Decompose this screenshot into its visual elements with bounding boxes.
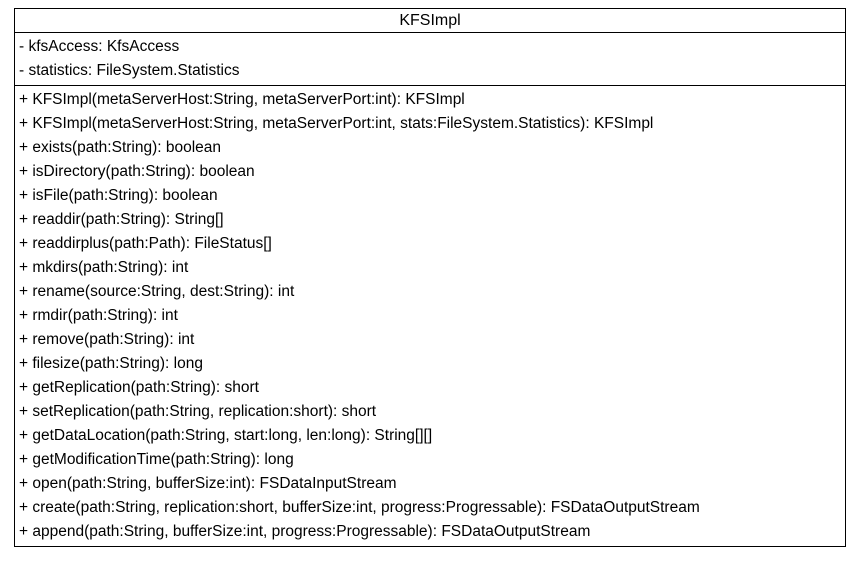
operation-append: + append(path:String, bufferSize:int, pr… (19, 523, 591, 540)
class-name: KFSImpl (15, 9, 845, 33)
operation-readdir: + readdir(path:String): String[] (19, 211, 224, 228)
operation-open: + open(path:String, bufferSize:int): FSD… (19, 475, 397, 492)
operation-is-directory: + isDirectory(path:String): boolean (19, 163, 255, 180)
operation-remove: + remove(path:String): int (19, 331, 195, 348)
operation-mkdirs: + mkdirs(path:String): int (19, 259, 189, 276)
operation-rename: + rename(source:String, dest:String): in… (19, 283, 295, 300)
operations-compartment: + KFSImpl(metaServerHost:String, metaSer… (15, 86, 845, 546)
operation-create: + create(path:String, replication:short,… (19, 499, 700, 516)
operation-constructor-1: + KFSImpl(metaServerHost:String, metaSer… (19, 91, 465, 108)
operation-exists: + exists(path:String): boolean (19, 139, 222, 156)
operation-constructor-2: + KFSImpl(metaServerHost:String, metaSer… (19, 115, 654, 132)
operation-get-replication: + getReplication(path:String): short (19, 379, 259, 396)
operation-get-data-location: + getDataLocation(path:String, start:lon… (19, 427, 433, 444)
operation-is-file: + isFile(path:String): boolean (19, 187, 218, 204)
operation-rmdir: + rmdir(path:String): int (19, 307, 178, 324)
attribute-kfs-access: - kfsAccess: KfsAccess (19, 38, 180, 55)
attributes-compartment: - kfsAccess: KfsAccess - statistics: Fil… (15, 33, 845, 86)
operation-get-modification-time: + getModificationTime(path:String): long (19, 451, 294, 468)
attribute-statistics: - statistics: FileSystem.Statistics (19, 62, 240, 79)
operation-filesize: + filesize(path:String): long (19, 355, 203, 372)
operation-readdirplus: + readdirplus(path:Path): FileStatus[] (19, 235, 272, 252)
operation-set-replication: + setReplication(path:String, replicatio… (19, 403, 377, 420)
uml-class-box: KFSImpl - kfsAccess: KfsAccess - statist… (14, 8, 846, 547)
